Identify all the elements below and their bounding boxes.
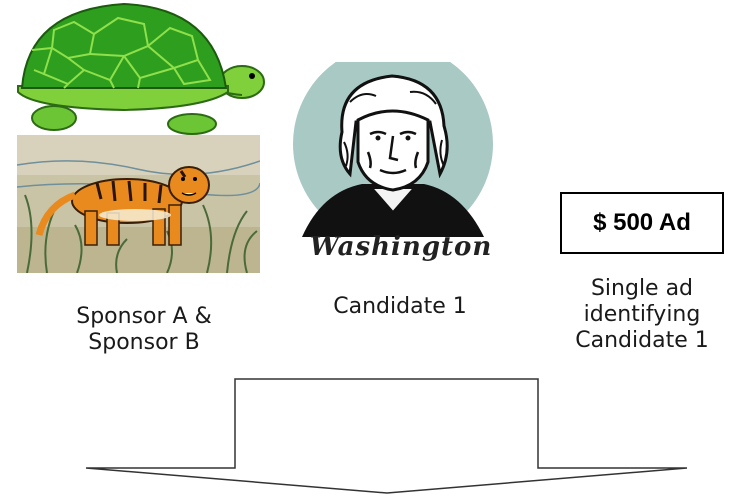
ad-box: $ 500 Ad (560, 192, 724, 254)
sponsors-label-line2: Sponsor B (88, 330, 200, 355)
ad-label-line1: Single ad (590, 276, 694, 301)
ad-label: Single ad identifying Candidate 1 (548, 276, 736, 354)
washington-portrait-icon (293, 62, 493, 237)
tiger-icon (17, 135, 260, 273)
portrait-caption: Washington (309, 232, 493, 262)
ad-label-line2: identifying (583, 302, 701, 327)
candidate-label: Candidate 1 (333, 294, 467, 319)
sponsors-label: Sponsor A & Sponsor B (44, 304, 244, 356)
sponsors-label-line1: Sponsor A & (76, 304, 212, 329)
ad-label-line3: Candidate 1 (575, 328, 709, 353)
turtle-icon (17, 2, 265, 135)
ad-box-text: $ 500 Ad (593, 209, 691, 236)
